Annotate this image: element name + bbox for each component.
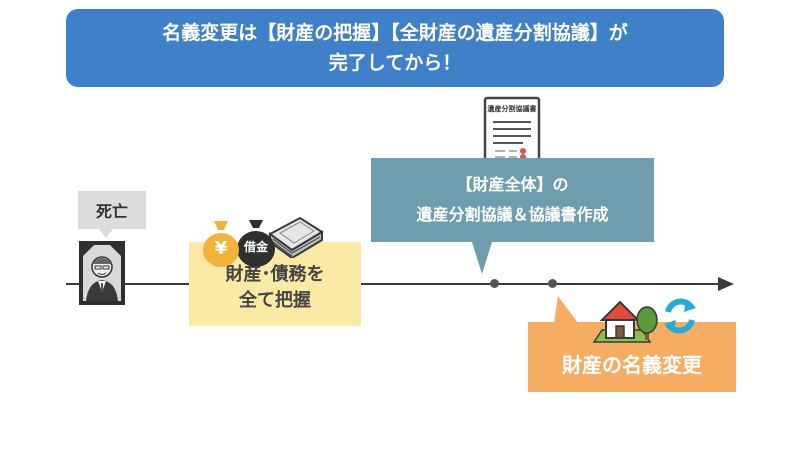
yen-symbol: ¥ [214, 238, 228, 259]
death-label: 死亡 [78, 191, 146, 229]
debt-label: 借金 [243, 240, 268, 254]
debt-bag-icon: 借金 [234, 216, 278, 268]
refresh-icon [664, 298, 696, 334]
assets-line-2: 全て把握 [239, 290, 311, 311]
transfer-label: 財産の名義変更 [562, 353, 702, 377]
banner-line-2: 完了してから！ [328, 52, 462, 74]
house-icon [592, 300, 652, 343]
banner-line-1: 名義変更は【財産の把握】【全財産の遺産分割協議】が [162, 22, 628, 44]
portrait-icon [79, 241, 125, 305]
timeline-point-agreement [490, 279, 499, 288]
timeline-point-transfer [548, 279, 557, 288]
timeline-arrowhead [718, 277, 734, 291]
agreement-callout-tail [472, 242, 492, 274]
death-label-tail [99, 229, 113, 238]
assets-line-1: 財産･債務を [225, 264, 325, 285]
transfer-callout-tail [554, 296, 578, 323]
agreement-line-2: 遺産分割協議＆協議書作成 [416, 205, 609, 224]
document-title: 遺産分割協議書 [487, 105, 537, 113]
timeline-axis [66, 283, 718, 285]
tree-icon [636, 306, 658, 340]
header-banner: 名義変更は【財産の把握】【全財産の遺産分割協議】が 完了してから！ [66, 9, 724, 87]
money-bag-icon: ¥ [200, 218, 242, 268]
death-label-text: 死亡 [95, 202, 128, 221]
agreement-line-1: 【財産全体】の [456, 175, 569, 194]
agreement-callout: 【財産全体】の 遺産分割協議＆協議書作成 [371, 158, 654, 242]
